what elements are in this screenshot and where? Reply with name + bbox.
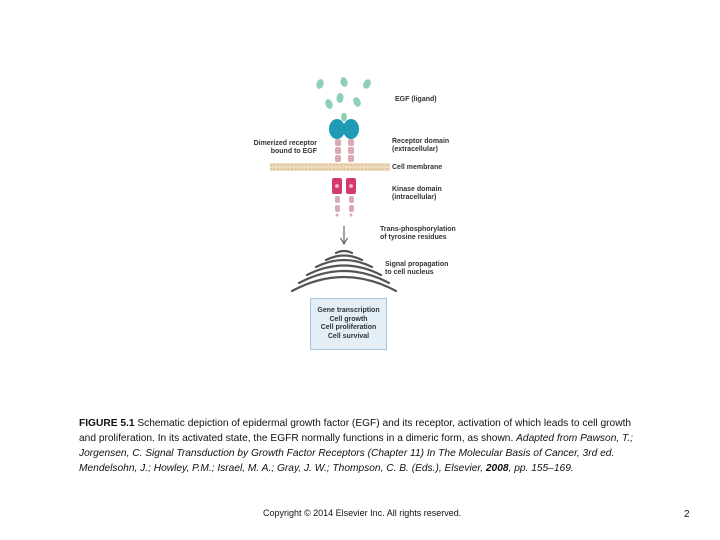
copyright-notice: Copyright © 2014 Elsevier Inc. All right…: [263, 508, 462, 518]
caption-text: Schematic depiction of epidermal growth …: [79, 418, 632, 445]
receptor-stalk-left: [335, 139, 341, 146]
receptor-tail-right: [349, 196, 354, 203]
cell-membrane: [270, 163, 390, 171]
egf-ligand: [325, 99, 333, 109]
receptor-tail-left: [335, 205, 340, 212]
receptor-head-left: [329, 119, 345, 139]
outcome-item: Cell proliferation: [320, 324, 377, 331]
outcome-item: Gene transcription: [317, 307, 380, 314]
phosphate: [335, 184, 339, 188]
outcome-item: Cell survival: [327, 332, 370, 340]
receptor-tail-left: [335, 196, 340, 203]
receptor-stalk-right: [348, 155, 354, 162]
receptor-stalk-right: [348, 147, 354, 154]
transphosphorylation-label: Trans-phosphorylation of tyrosine residu…: [380, 226, 456, 241]
receptor-stalk-right: [348, 139, 354, 146]
kinase-domains: [332, 178, 356, 217]
bound-egf: [341, 112, 347, 122]
caption-year: 2008: [485, 463, 509, 475]
egf-ligand: [340, 77, 348, 87]
page-number: 2: [684, 509, 690, 520]
egf-ligand: [336, 93, 344, 103]
receptor-domain-label: Receptor domain (extracellular): [392, 138, 450, 153]
phosphate: [349, 184, 353, 188]
signal-propagation-label: Signal propagation to cell nucleus: [385, 261, 449, 276]
egf-ligand: [316, 79, 324, 89]
egf-ligand: [363, 79, 371, 89]
phosphate: [349, 213, 353, 217]
receptor-head-right: [343, 119, 359, 139]
outcome-item: Cell growth: [329, 315, 368, 323]
phosphate: [335, 213, 339, 217]
cellular-outcomes-box: Gene transcription Cell growth Cell prol…: [310, 298, 387, 350]
kinase-domain-label: Kinase domain (intracellular): [392, 186, 442, 201]
figure-caption: FIGURE 5.1 Schematic depiction of epider…: [79, 416, 639, 476]
receptor-stalk-left: [335, 155, 341, 162]
egfr-signaling-illustration: [270, 77, 398, 293]
receptor-tail-right: [349, 205, 354, 212]
downward-arrow: [340, 226, 348, 245]
dimerized-receptor-label: Dimerized receptor bound to EGF: [253, 140, 317, 155]
egf-ligand: [353, 97, 361, 107]
receptor-dimer: [329, 112, 359, 162]
caption-pages: , pp. 155–169.: [508, 463, 574, 475]
figure-title: FIGURE 5.1: [79, 418, 135, 430]
signal-waves: [290, 249, 398, 293]
receptor-stalk-left: [335, 147, 341, 154]
egf-ligands: [316, 77, 371, 109]
cell-membrane-label: Cell membrane: [392, 164, 443, 171]
egf-ligand-label: EGF (ligand): [395, 96, 437, 103]
caption-credit: Adapted from Pawson, T.; Jorgensen, C. S…: [79, 433, 633, 475]
